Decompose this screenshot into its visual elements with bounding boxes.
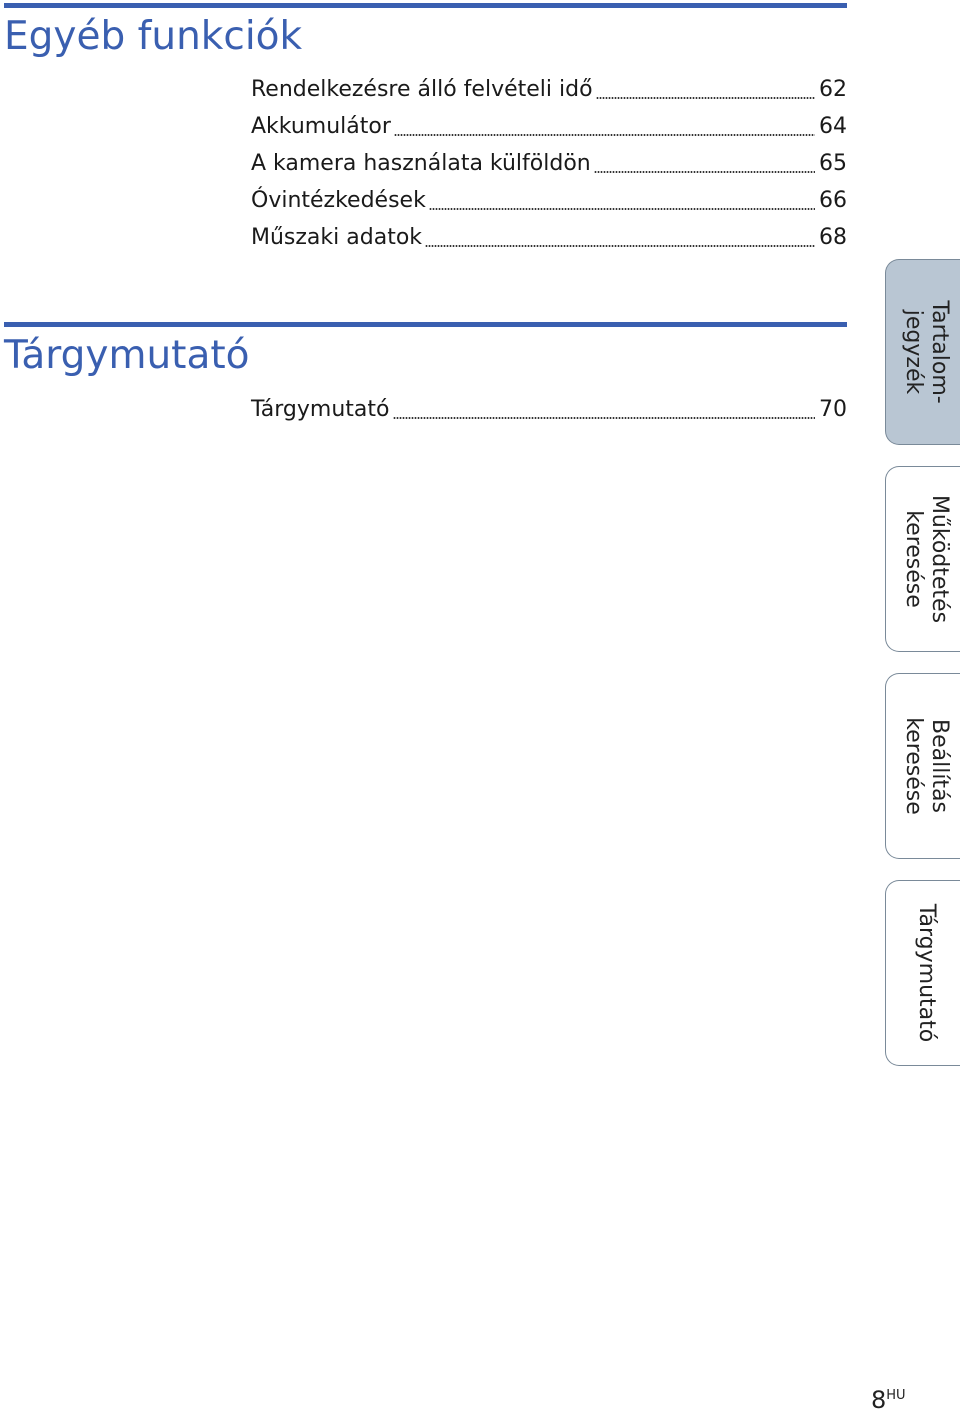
section-title: Tárgymutató (4, 333, 250, 378)
toc-entry[interactable]: Óvintézkedések 66 (251, 186, 847, 223)
toc-entry[interactable]: A kamera használata külföldön 65 (251, 149, 847, 186)
toc-entry-page: 70 (819, 397, 847, 422)
section-rule (4, 3, 847, 8)
side-tab-label: Működtetés keresése (900, 494, 952, 624)
toc-entry[interactable]: Műszaki adatok 68 (251, 223, 847, 260)
page-number-value: 8 (871, 1386, 887, 1414)
toc-entry-page: 65 (819, 151, 847, 176)
side-tab-index[interactable]: Tárgymutató (885, 880, 960, 1066)
toc-entry[interactable]: Akkumulátor 64 (251, 112, 847, 149)
page-number: 8HU (871, 1386, 906, 1414)
toc-entry-page: 68 (819, 225, 847, 250)
toc-list: Tárgymutató 70 (251, 395, 847, 432)
dot-leader (593, 170, 815, 173)
toc-entry-page: 62 (819, 77, 847, 102)
section-title: Egyéb funkciók (4, 14, 303, 59)
page-locale: HU (886, 1388, 906, 1403)
side-tab-operation-search[interactable]: Működtetés keresése (885, 466, 960, 652)
toc-entry-page: 66 (819, 188, 847, 213)
section-rule (4, 322, 847, 327)
toc-entry-label: Tárgymutató (251, 397, 390, 422)
toc-list: Rendelkezésre álló felvételi idő 62 Akku… (251, 75, 847, 260)
toc-entry-label: Óvintézkedések (251, 188, 426, 213)
side-tab-label: Tartalom- jegyzék (900, 300, 952, 404)
dot-leader (425, 244, 815, 247)
side-tab-label: Tárgymutató (913, 903, 939, 1043)
side-tab-contents[interactable]: Tartalom- jegyzék (885, 259, 960, 445)
toc-entry[interactable]: Tárgymutató 70 (251, 395, 847, 432)
side-tab-settings-search[interactable]: Beállítás keresése (885, 673, 960, 859)
toc-entry-label: Akkumulátor (251, 114, 391, 139)
toc-entry-label: A kamera használata külföldön (251, 151, 591, 176)
toc-entry-label: Műszaki adatok (251, 225, 423, 250)
dot-leader (595, 96, 815, 99)
dot-leader (428, 207, 815, 210)
dot-leader (393, 133, 815, 136)
toc-entry-label: Rendelkezésre álló felvételi idő (251, 77, 593, 102)
toc-entry-page: 64 (819, 114, 847, 139)
dot-leader (392, 416, 815, 419)
side-tab-label: Beállítás keresése (900, 717, 952, 815)
toc-entry[interactable]: Rendelkezésre álló felvételi idő 62 (251, 75, 847, 112)
